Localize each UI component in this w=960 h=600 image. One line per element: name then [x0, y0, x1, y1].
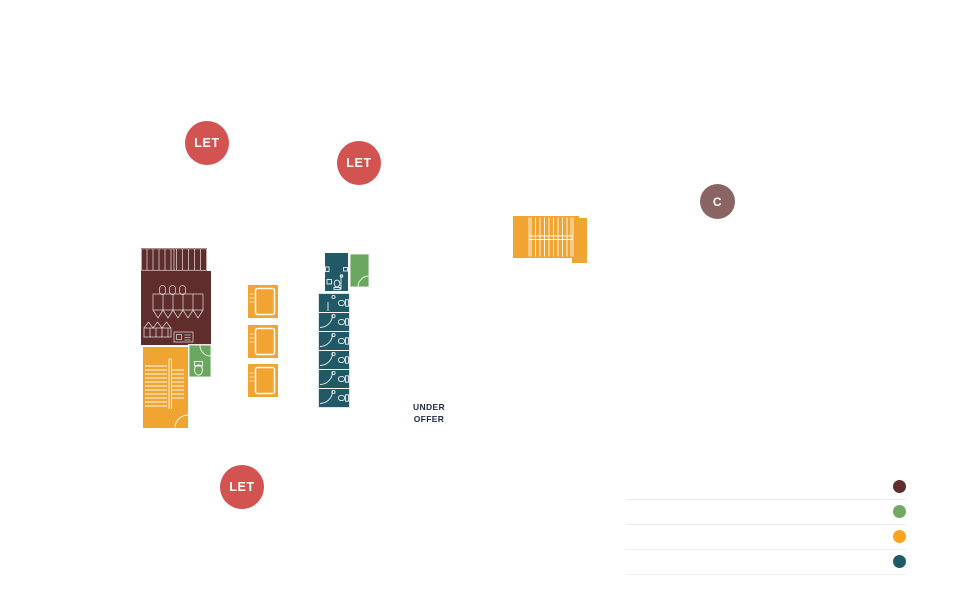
- legend-color-dot: [893, 480, 906, 493]
- staircase: [145, 358, 184, 409]
- unit-orange-stairs-top[interactable]: [513, 216, 587, 263]
- unit-green-room-top-fill: [349, 253, 370, 288]
- c-badge-label: C: [712, 194, 723, 209]
- let-badge-1[interactable]: LET: [185, 121, 229, 165]
- kiosk-fills: [248, 285, 278, 397]
- let-badge-1-label: LET: [194, 136, 220, 150]
- unit-green-room-top[interactable]: [349, 253, 370, 288]
- door-arc: [357, 275, 370, 287]
- kiosk-booths: [254, 287, 276, 395]
- under-offer-line1: UNDER: [413, 402, 445, 412]
- unit-teal-wc-room[interactable]: [325, 253, 348, 291]
- awning-stripes: [141, 248, 207, 271]
- under-offer-line2: OFFER: [413, 413, 445, 424]
- door-arc: [174, 414, 188, 428]
- legend-color-dot: [893, 505, 906, 518]
- unit-orange-kiosks[interactable]: [248, 285, 278, 398]
- unit-orange-stairs-left-fill: [143, 347, 188, 428]
- legend-row[interactable]: [626, 500, 906, 525]
- let-badge-2[interactable]: LET: [337, 141, 381, 185]
- toilet-icon: [194, 361, 203, 376]
- c-badge[interactable]: C: [700, 184, 735, 219]
- toilet-icons: [337, 299, 349, 402]
- legend-row[interactable]: [626, 525, 906, 550]
- under-offer-label: UNDER OFFER: [389, 402, 469, 425]
- door-arc: [199, 345, 211, 357]
- restaurant-furniture: [143, 285, 204, 343]
- legend-color-dot: [893, 555, 906, 568]
- let-badge-2-label: LET: [346, 156, 372, 170]
- legend-row[interactable]: [626, 550, 906, 575]
- unit-green-wc-left-fill: [188, 344, 212, 378]
- wc-room-fixtures: [325, 266, 348, 291]
- legend-color-dot: [893, 530, 906, 543]
- staircase: [528, 217, 574, 257]
- unit-green-wc-left[interactable]: [188, 344, 212, 378]
- wc-cubicles: [318, 293, 350, 408]
- kiosk-vents: [249, 293, 254, 382]
- unit-maroon-restaurant[interactable]: [141, 248, 211, 346]
- unit-orange-stairs-left[interactable]: [143, 347, 188, 428]
- let-badge-3-label: LET: [229, 480, 255, 494]
- unit-teal-wc-stack[interactable]: [318, 293, 350, 408]
- let-badge-3[interactable]: LET: [220, 465, 264, 509]
- unit-teal-wc-room-fill: [325, 253, 348, 291]
- legend: [626, 475, 906, 575]
- legend-row[interactable]: [626, 475, 906, 500]
